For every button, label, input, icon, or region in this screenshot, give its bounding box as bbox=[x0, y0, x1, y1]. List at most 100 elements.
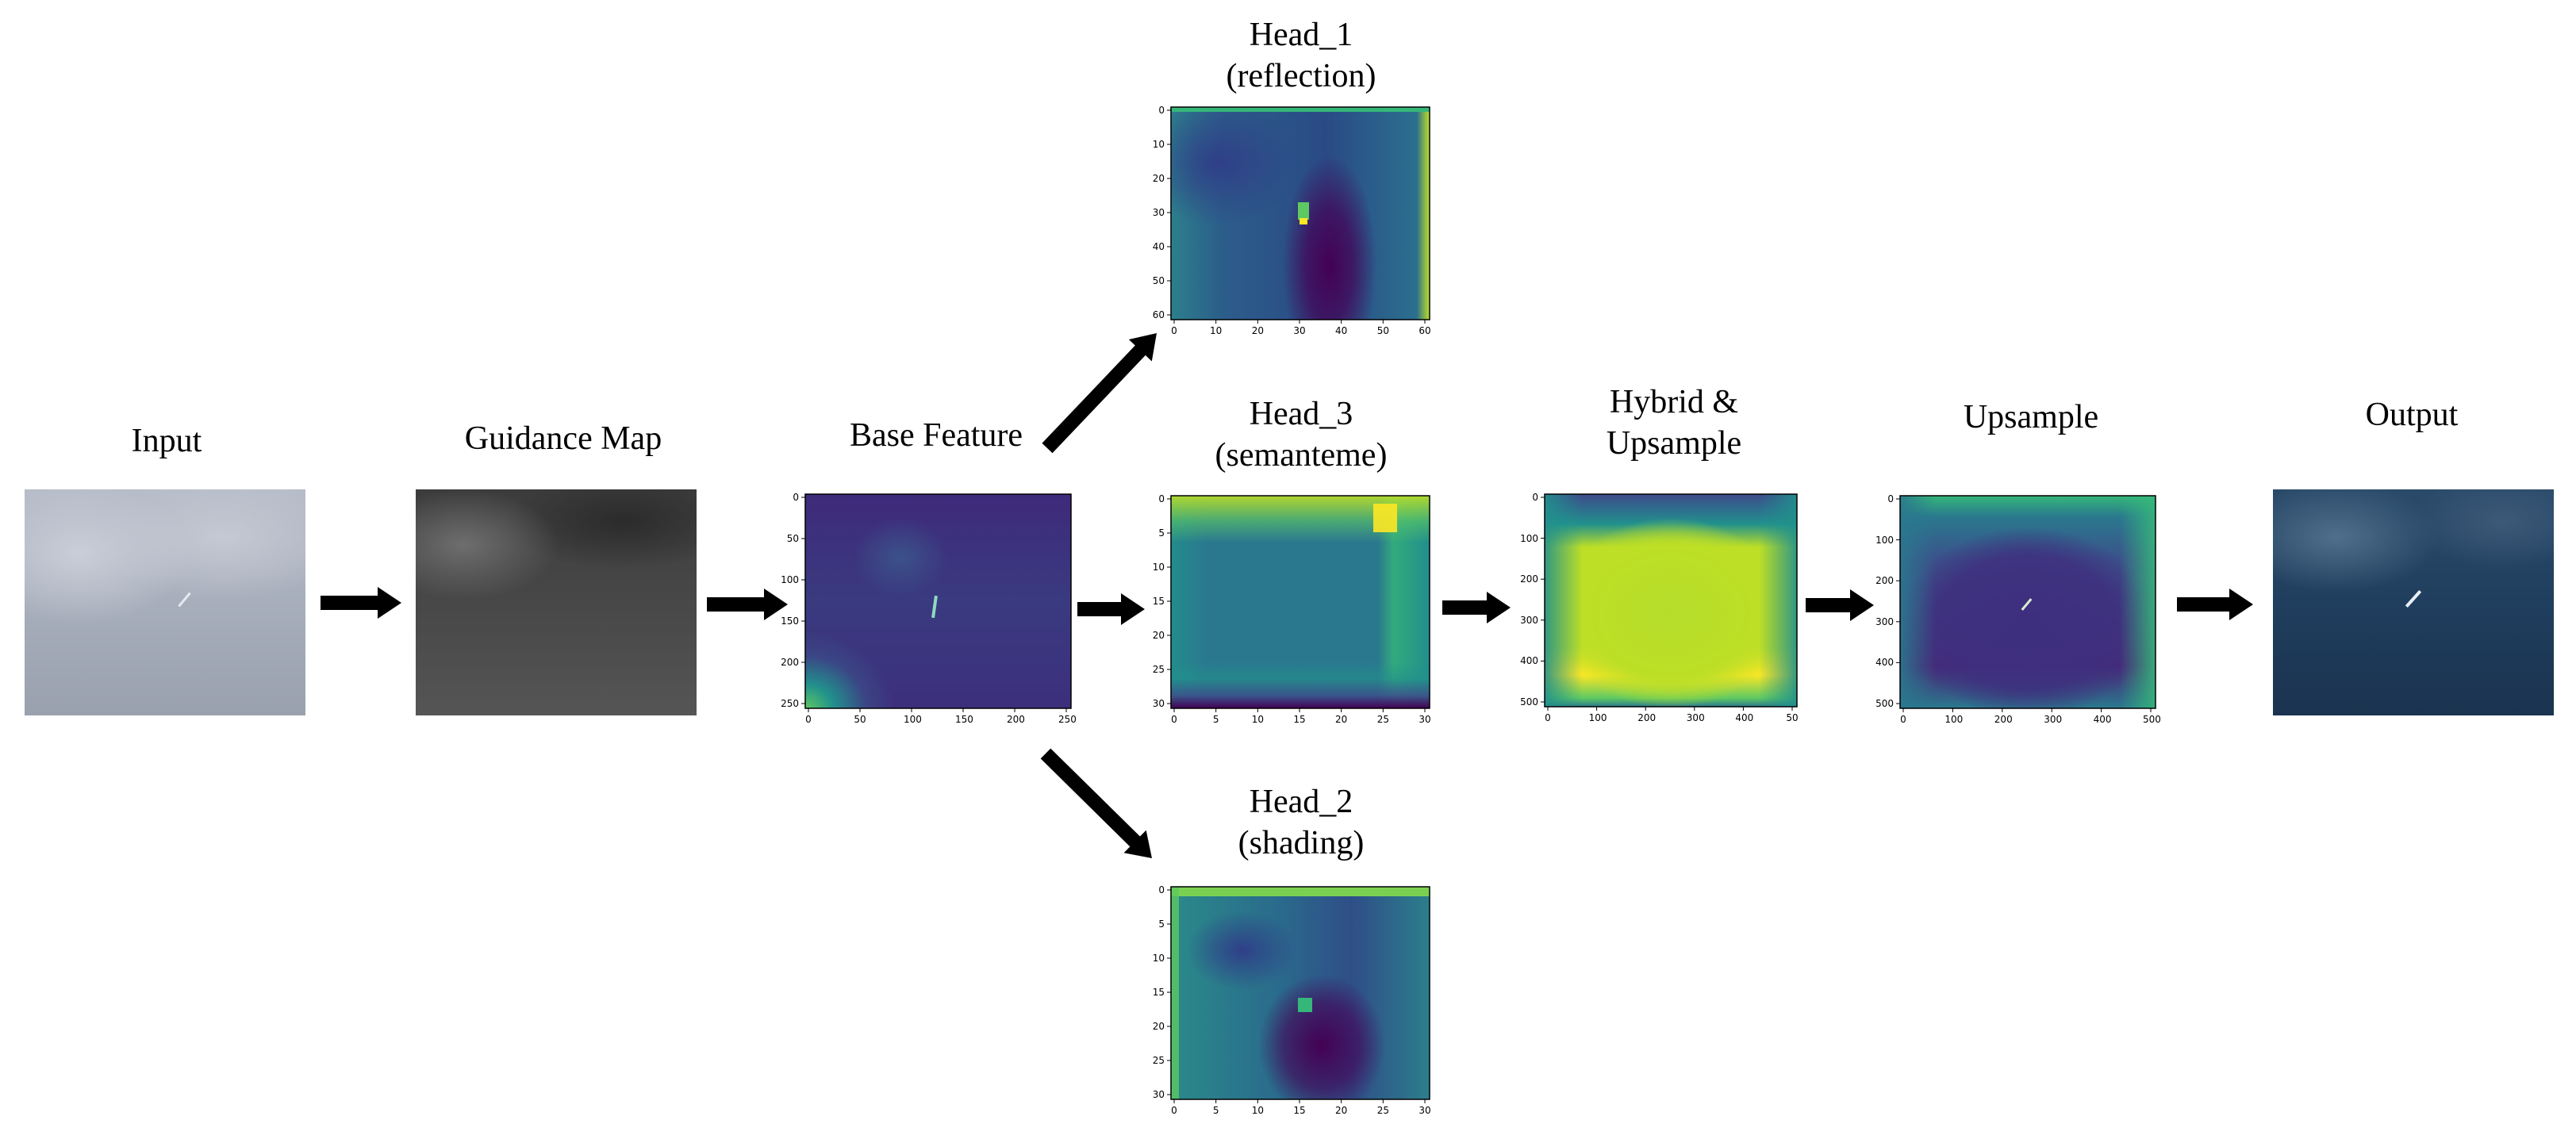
upsample-x-tick-label: 400 bbox=[2093, 714, 2112, 725]
head2-y-tick-label: 30 bbox=[1152, 1089, 1165, 1100]
label-base-feature: Base Feature bbox=[849, 417, 1023, 454]
base-y-tick-label: 250 bbox=[781, 698, 799, 709]
label-head-3: Head_3 (semanteme) bbox=[1215, 396, 1388, 474]
head1-y-tick-label: 60 bbox=[1152, 309, 1165, 320]
upsample-x-tick-label: 500 bbox=[2143, 714, 2161, 725]
hybrid-y-tick-label: 300 bbox=[1520, 614, 1538, 626]
arrow-upsample-to-output bbox=[2177, 589, 2253, 620]
head1-y-tick-label: 40 bbox=[1152, 241, 1165, 252]
hybrid-x-tick-label: 100 bbox=[1588, 712, 1607, 723]
upsample-x-tick-label: 200 bbox=[1994, 714, 2013, 725]
arrow-input-to-guidance bbox=[321, 587, 401, 619]
head1-y-tick-label: 10 bbox=[1152, 139, 1165, 150]
head1-x-tick-label: 60 bbox=[1419, 325, 1431, 336]
arrow-head3-to-hybrid bbox=[1442, 592, 1511, 623]
head3-x-tick-label: 25 bbox=[1376, 714, 1389, 725]
head3-y-tick-label: 10 bbox=[1152, 562, 1165, 573]
head3-y-tick-label: 5 bbox=[1158, 527, 1165, 539]
head3-x-tick-label: 30 bbox=[1419, 714, 1431, 725]
head2-x-tick-label: 30 bbox=[1419, 1105, 1431, 1116]
upsample-x-tick-label: 100 bbox=[1944, 714, 1964, 725]
base-x-tick-label: 0 bbox=[805, 714, 812, 725]
head-3-heatmap bbox=[1171, 496, 1430, 708]
upsample-x-tick-label: 0 bbox=[1900, 714, 1906, 725]
label-upsample: Upsample bbox=[1963, 399, 2099, 435]
head-1-peak bbox=[1300, 218, 1307, 224]
base-x-tick-label: 250 bbox=[1058, 714, 1077, 725]
head3-x-tick-label: 5 bbox=[1212, 714, 1219, 725]
head2-x-tick-label: 15 bbox=[1293, 1105, 1306, 1116]
upsample-heatmap bbox=[1900, 496, 2156, 708]
head2-x-tick-label: 20 bbox=[1335, 1105, 1348, 1116]
label-hybrid-upsample: Hybrid & Upsample bbox=[1606, 384, 1742, 462]
head3-x-tick-label: 15 bbox=[1293, 714, 1306, 725]
head1-x-tick-label: 40 bbox=[1335, 325, 1348, 336]
head2-x-tick-label: 5 bbox=[1212, 1105, 1219, 1116]
head2-y-tick-label: 20 bbox=[1152, 1021, 1165, 1032]
label-input: Input bbox=[131, 423, 202, 459]
head3-x-tick-label: 0 bbox=[1171, 714, 1177, 725]
hybrid-x-tick-label: 400 bbox=[1735, 712, 1754, 723]
hybrid-upsample-heatmap bbox=[1545, 494, 1797, 707]
upsample-axes-frame bbox=[1899, 495, 2156, 709]
head1-x-tick-label: 0 bbox=[1171, 325, 1177, 336]
hybrid-y-tick-label: 200 bbox=[1520, 573, 1538, 585]
arrow-base-to-head3 bbox=[1077, 593, 1145, 625]
head1-x-tick-label: 30 bbox=[1293, 325, 1306, 336]
head1-x-tick-label: 50 bbox=[1376, 325, 1389, 336]
label-head-1: Head_1 (reflection) bbox=[1226, 17, 1376, 94]
head1-y-tick-label: 0 bbox=[1158, 105, 1165, 116]
label-head-2: Head_2 (shading) bbox=[1238, 784, 1365, 861]
base-feature-heatmap bbox=[805, 494, 1071, 708]
head-2-leftbar bbox=[1171, 887, 1179, 1099]
base-y-tick-label: 0 bbox=[793, 492, 799, 503]
upsample-y-tick-label: 500 bbox=[1875, 698, 1894, 709]
head3-axes-frame bbox=[1170, 495, 1430, 709]
label-output: Output bbox=[2365, 397, 2459, 433]
base-y-tick-label: 150 bbox=[781, 616, 799, 627]
head-1-heatmap bbox=[1171, 107, 1430, 320]
head2-y-tick-label: 0 bbox=[1158, 884, 1165, 895]
hybrid-y-tick-label: 0 bbox=[1532, 492, 1538, 503]
upsample-y-tick-label: 0 bbox=[1887, 493, 1894, 504]
upsample-x-tick-label: 300 bbox=[2044, 714, 2063, 725]
head2-axes-frame bbox=[1170, 886, 1430, 1100]
head2-x-tick-label: 10 bbox=[1251, 1105, 1264, 1116]
head3-x-tick-label: 20 bbox=[1335, 714, 1348, 725]
guidance-map-image bbox=[416, 489, 697, 715]
hybrid-axes-frame bbox=[1544, 493, 1798, 708]
head2-x-tick-label: 0 bbox=[1171, 1105, 1177, 1116]
upsample-y-tick-label: 200 bbox=[1875, 575, 1894, 587]
base-x-tick-label: 50 bbox=[854, 714, 866, 725]
hybrid-x-tick-label: 0 bbox=[1545, 712, 1551, 723]
hybrid-y-tick-label: 400 bbox=[1520, 655, 1538, 667]
head2-y-tick-label: 10 bbox=[1152, 953, 1165, 964]
base-y-tick-label: 50 bbox=[786, 533, 799, 544]
arrow-base-to-head2 bbox=[1040, 748, 1152, 858]
base-x-tick-label: 200 bbox=[1007, 714, 1025, 725]
head3-x-tick-label: 10 bbox=[1251, 714, 1264, 725]
head2-x-tick-label: 25 bbox=[1376, 1105, 1389, 1116]
head2-y-tick-label: 25 bbox=[1152, 1055, 1165, 1066]
head-1-topbar bbox=[1171, 107, 1430, 112]
hybrid-y-tick-label: 500 bbox=[1520, 696, 1538, 708]
base-x-tick-label: 150 bbox=[955, 714, 973, 725]
head1-axes-frame bbox=[1170, 106, 1430, 320]
hybrid-y-tick-label: 100 bbox=[1520, 532, 1538, 544]
head2-y-tick-label: 15 bbox=[1152, 987, 1165, 998]
upsample-y-tick-label: 300 bbox=[1875, 616, 1894, 627]
label-guidance-map: Guidance Map bbox=[464, 420, 662, 457]
head3-y-tick-label: 15 bbox=[1152, 596, 1165, 607]
head1-y-tick-label: 50 bbox=[1152, 275, 1165, 286]
hybrid-x-tick-label: 200 bbox=[1637, 712, 1657, 723]
output-image bbox=[2273, 489, 2554, 715]
head3-y-tick-label: 20 bbox=[1152, 630, 1165, 641]
hybrid-x-tick-label: 50 bbox=[1786, 712, 1799, 723]
base-x-tick-label: 100 bbox=[904, 714, 922, 725]
arrow-hybrid-to-upsample bbox=[1806, 589, 1874, 621]
head1-x-tick-label: 10 bbox=[1210, 325, 1223, 336]
head3-y-tick-label: 0 bbox=[1158, 493, 1165, 504]
base-y-tick-label: 200 bbox=[781, 657, 799, 668]
head3-y-tick-label: 25 bbox=[1152, 664, 1165, 675]
hybrid-x-tick-label: 300 bbox=[1686, 712, 1705, 723]
